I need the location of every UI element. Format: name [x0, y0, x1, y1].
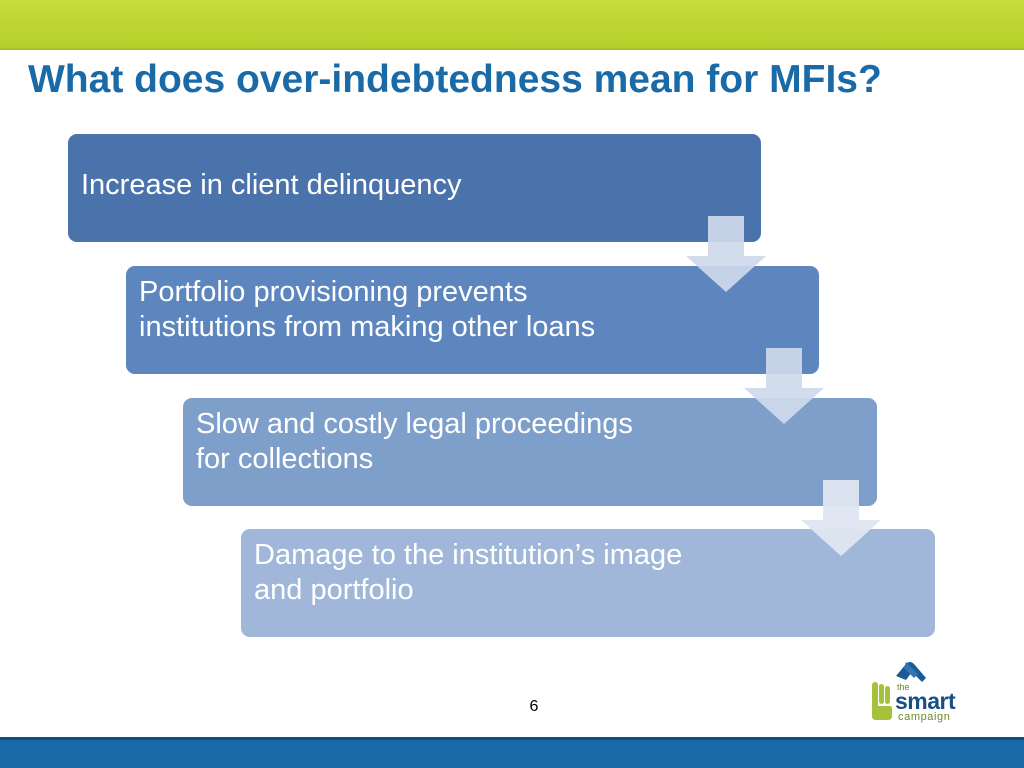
logo-text-campaign: campaign [898, 711, 951, 723]
process-step-2-text: Portfolio provisioning prevents institut… [139, 276, 596, 343]
logo-text-smart: smart [895, 688, 956, 714]
down-arrow-icon [686, 216, 766, 292]
process-step-4: Damage to the institution’s image and po… [241, 529, 935, 637]
process-step-2: Portfolio provisioning prevents institut… [126, 266, 819, 374]
page-number: 6 [529, 698, 539, 715]
hands-icon [872, 662, 926, 720]
top-accent-bar [0, 0, 1024, 50]
down-arrow-icon [801, 480, 881, 556]
bottom-accent-bar [0, 740, 1024, 768]
down-arrow-icon [744, 348, 824, 424]
slide-title: What does over-indebtedness mean for MFI… [28, 58, 882, 101]
logo-text-the: the [897, 682, 910, 692]
process-step-3-text: Slow and costly legal proceedings for co… [196, 408, 633, 475]
process-step-1: Increase in client delinquency [68, 134, 761, 242]
process-step-1-text: Increase in client delinquency [81, 168, 462, 201]
process-step-3: Slow and costly legal proceedings for co… [183, 398, 877, 506]
bottom-bar-edge [0, 737, 1024, 740]
process-step-4-text: Damage to the institution’s image and po… [254, 539, 683, 606]
